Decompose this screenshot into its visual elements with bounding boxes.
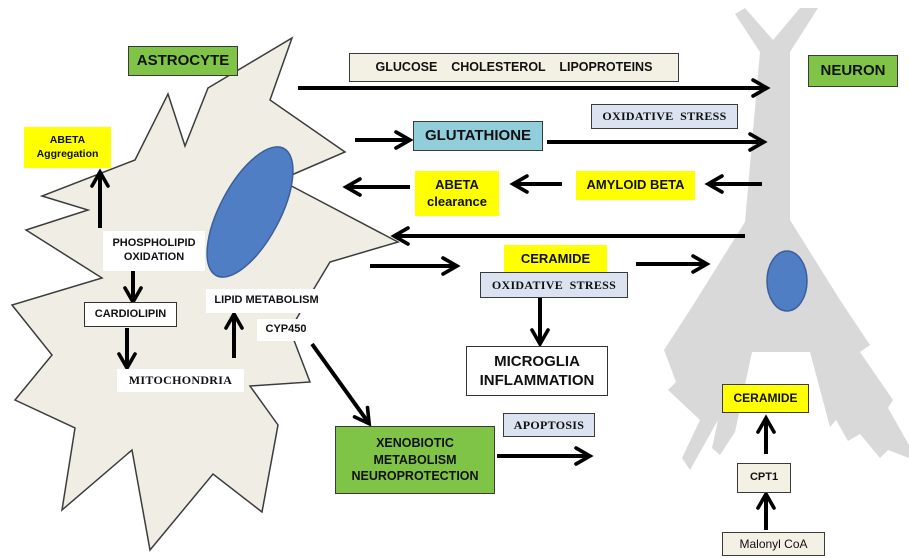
abeta-aggregation-line-1: ABETA	[49, 134, 86, 147]
astrocyte-nucleus	[206, 146, 294, 278]
mitochondria-label: MITOCHONDRIA	[117, 369, 244, 392]
neuron-nucleus	[766, 250, 808, 312]
apoptosis-label: APOPTOSIS	[503, 413, 595, 437]
lipid-metabolism-label: LIPID METABOLISM	[206, 289, 327, 313]
cpt1-label: CPT1	[737, 463, 791, 493]
glutathione-label: GLUTATHIONE	[413, 121, 543, 151]
oxidative-stress-mid-label: OXIDATIVE STRESS	[480, 272, 628, 298]
abeta-clearance-label: ABETA clearance	[415, 171, 499, 216]
xenobiotic-line-1: XENOBIOTIC	[376, 435, 454, 450]
microglia-inflammation-line-2: INFLAMMATION	[479, 372, 595, 389]
neuron-body	[664, 8, 909, 470]
neuron-label: NEURON	[808, 55, 898, 87]
oxidative-stress-top-label: OXIDATIVE STRESS	[591, 104, 738, 129]
xenobiotic-line-2: METABOLISM	[373, 452, 457, 467]
transport-label: GLUCOSE CHOLESTEROL LIPOPROTEINS	[349, 53, 679, 82]
microglia-inflammation-line-1: MICROGLIA	[494, 352, 580, 370]
ceramide-center-label: CERAMIDE	[504, 245, 607, 273]
abeta-aggregation-label: ABETA Aggregation	[24, 127, 111, 168]
astrocyte-body	[10, 36, 400, 552]
xenobiotic-line-3: NEUROPROTECTION	[351, 469, 479, 484]
cardiolipin-label: CARDIOLIPIN	[84, 302, 177, 327]
arrow-cyp450-to-xenobiotic	[310, 342, 372, 427]
cyp450-label: CYP450	[257, 319, 315, 341]
xenobiotic-label: XENOBIOTIC METABOLISM NEUROPROTECTION	[335, 426, 495, 494]
amyloid-beta-label: AMYLOID BETA	[576, 171, 695, 200]
phospholipid-oxidation-label: PHOSPHOLIPID OXIDATION	[103, 231, 205, 271]
astrocyte-label: ASTROCYTE	[128, 46, 238, 76]
phospholipid-oxidation-line-1: PHOSPHOLIPID	[112, 237, 196, 250]
microglia-inflammation-label: MICROGLIA INFLAMMATION	[466, 346, 608, 396]
phospholipid-oxidation-line-2: OXIDATION	[123, 251, 185, 263]
abeta-clearance-line-2: clearance	[427, 193, 487, 209]
abeta-clearance-line-1: ABETA	[435, 177, 479, 193]
abeta-aggregation-line-2: Aggregation	[36, 147, 99, 160]
malonyl-coa-label: Malonyl CoA	[722, 532, 825, 556]
ceramide-neuron-label: CERAMIDE	[722, 384, 809, 413]
